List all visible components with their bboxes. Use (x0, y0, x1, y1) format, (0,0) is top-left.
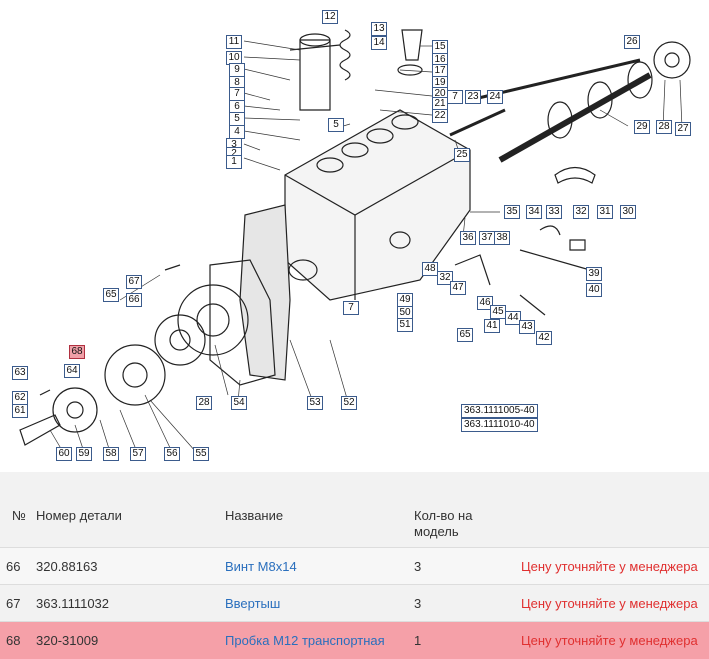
assembly-code-1[interactable]: 363.1111005-40 (461, 404, 538, 418)
callout-39[interactable]: 39 (586, 267, 602, 281)
callout-38[interactable]: 38 (494, 231, 510, 245)
callout-53[interactable]: 53 (307, 396, 323, 410)
callout-41[interactable]: 41 (484, 319, 500, 333)
callout-34[interactable]: 34 (526, 205, 542, 219)
callout-35[interactable]: 35 (504, 205, 520, 219)
callout-64[interactable]: 64 (64, 364, 80, 378)
exploded-view-drawing (19, 29, 691, 453)
header-qty: Кол-во на модель (414, 508, 472, 540)
callout-32[interactable]: 32 (573, 205, 589, 219)
callout-66[interactable]: 66 (126, 293, 142, 307)
callout-7[interactable]: 7 (229, 87, 245, 101)
part-name-link[interactable]: Винт М8х14 (225, 559, 297, 574)
table-row-highlighted[interactable]: 68 320-31009 Пробка М12 транспортная 1 Ц… (0, 621, 709, 659)
callout-40[interactable]: 40 (586, 283, 602, 297)
callout-68[interactable]: 68 (69, 345, 85, 359)
callout-28b[interactable]: 28 (196, 396, 212, 410)
callout-63[interactable]: 63 (12, 366, 28, 380)
cell-num: 66 (6, 559, 21, 574)
callout-58[interactable]: 58 (103, 447, 119, 461)
cell-price: Цену уточняйте у менеджера (521, 559, 698, 574)
callout-13[interactable]: 13 (371, 22, 387, 36)
callout-43[interactable]: 43 (519, 320, 535, 334)
callout-15[interactable]: 15 (432, 40, 448, 54)
callout-65[interactable]: 65 (103, 288, 119, 302)
cell-qty: 3 (414, 596, 422, 611)
callout-24[interactable]: 24 (487, 90, 503, 104)
callout-31[interactable]: 31 (597, 205, 613, 219)
callout-28[interactable]: 28 (656, 120, 672, 134)
callout-5b[interactable]: 5 (328, 118, 344, 132)
callout-23[interactable]: 23 (465, 90, 481, 104)
callout-9[interactable]: 9 (229, 63, 245, 77)
callout-56[interactable]: 56 (164, 447, 180, 461)
callout-17[interactable]: 17 (432, 64, 448, 78)
callout-62[interactable]: 62 (12, 391, 28, 405)
callout-57[interactable]: 57 (130, 447, 146, 461)
callout-7b[interactable]: 7 (447, 90, 463, 104)
callout-65b[interactable]: 65 (457, 328, 473, 342)
callout-27[interactable]: 27 (675, 122, 691, 136)
callout-48[interactable]: 48 (422, 262, 438, 276)
callout-61[interactable]: 61 (12, 404, 28, 418)
callout-51[interactable]: 51 (397, 318, 413, 332)
callout-33[interactable]: 33 (546, 205, 562, 219)
parts-table: № Номер детали Название Кол-во на модель… (0, 472, 709, 659)
callout-1[interactable]: 1 (226, 155, 242, 169)
callout-42[interactable]: 42 (536, 331, 552, 345)
cell-num: 67 (6, 596, 21, 611)
header-num: № (12, 508, 26, 523)
callout-32b[interactable]: 32 (437, 271, 453, 285)
part-name-link[interactable]: Пробка М12 транспортная (225, 633, 385, 648)
callout-29[interactable]: 29 (634, 120, 650, 134)
callout-26[interactable]: 26 (624, 35, 640, 49)
cell-price: Цену уточняйте у менеджера (521, 633, 698, 648)
cell-part-number: 320-31009 (36, 633, 99, 648)
callout-45[interactable]: 45 (490, 305, 506, 319)
callout-7c[interactable]: 7 (343, 301, 359, 315)
callout-60[interactable]: 60 (56, 447, 72, 461)
assembly-code-2[interactable]: 363.1111010-40 (461, 418, 538, 432)
callout-22[interactable]: 22 (432, 109, 448, 123)
cell-num: 68 (6, 633, 21, 648)
callout-55[interactable]: 55 (193, 447, 209, 461)
table-row[interactable]: 67 363.1111032 Ввертыш 3 Цену уточняйте … (0, 584, 709, 622)
header-qty-line2: модель (414, 524, 459, 539)
header-name: Название (225, 508, 284, 523)
cell-part-number: 363.1111032 (36, 596, 110, 611)
cell-part-number: 320.88163 (36, 559, 98, 574)
callout-47[interactable]: 47 (450, 281, 466, 295)
part-name-link[interactable]: Ввертыш (225, 596, 281, 611)
parts-diagram: 12 13 14 11 10 9 8 7 6 5 4 3 2 1 5 15 16… (12, 10, 691, 461)
callout-36[interactable]: 36 (460, 231, 476, 245)
callout-67[interactable]: 67 (126, 275, 142, 289)
callout-52[interactable]: 52 (341, 396, 357, 410)
callout-44[interactable]: 44 (505, 311, 521, 325)
callout-59[interactable]: 59 (76, 447, 92, 461)
callout-12[interactable]: 12 (322, 10, 338, 24)
callout-46[interactable]: 46 (477, 296, 493, 310)
callout-30[interactable]: 30 (620, 205, 636, 219)
table-header: № Номер детали Название Кол-во на модель (0, 472, 709, 547)
callout-4[interactable]: 4 (229, 125, 245, 139)
cell-qty: 3 (414, 559, 422, 574)
table-row[interactable]: 66 320.88163 Винт М8х14 3 Цену уточняйте… (0, 547, 709, 585)
callout-5[interactable]: 5 (229, 112, 245, 126)
callout-37[interactable]: 37 (479, 231, 495, 245)
header-qty-line1: Кол-во на (414, 508, 473, 523)
callout-11[interactable]: 11 (226, 35, 242, 49)
cell-price: Цену уточняйте у менеджера (521, 596, 698, 611)
callout-14[interactable]: 14 (371, 36, 387, 50)
cell-qty: 1 (414, 633, 422, 648)
header-part-number: Номер детали (36, 508, 122, 523)
callout-54[interactable]: 54 (231, 396, 247, 410)
callout-49[interactable]: 49 (397, 293, 413, 307)
callout-25[interactable]: 25 (454, 148, 470, 162)
